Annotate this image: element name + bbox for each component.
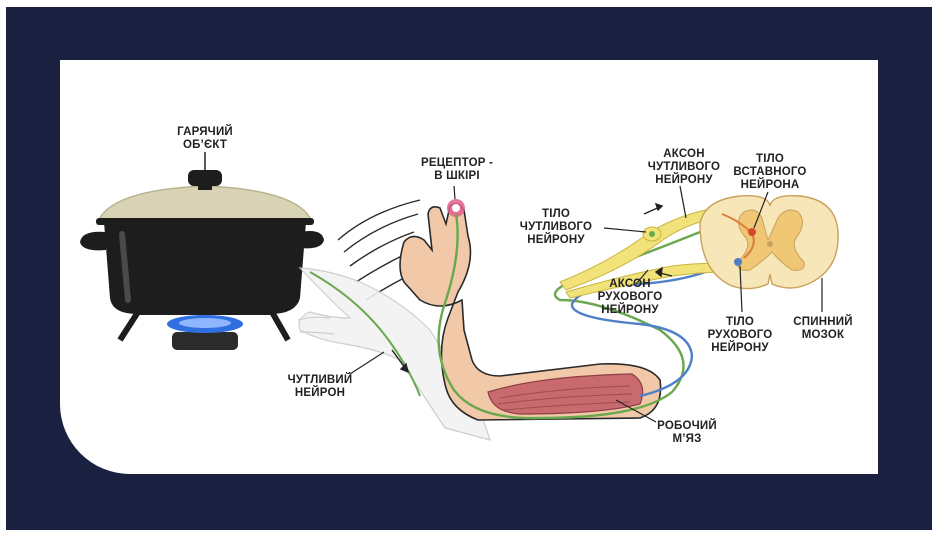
pointer-sensory-neuron xyxy=(349,351,385,375)
label-effector-muscle: РОБОЧИЙ М’ЯЗ xyxy=(657,420,717,445)
label-sensory-neuron: ЧУТЛИВИЙ НЕЙРОН xyxy=(287,374,353,399)
motor-neuron-body xyxy=(734,258,742,266)
label-sensory-body: ТІЛО ЧУТЛИВОГО НЕЙРОНУ xyxy=(519,208,593,246)
pot-handle-right xyxy=(300,231,324,249)
pointer-muscle xyxy=(615,399,657,423)
pointer-sensory-axon xyxy=(679,185,687,219)
label-interneuron-body: ТІЛО ВСТАВНОГО НЕЙРОНА xyxy=(733,153,807,191)
interneuron-body xyxy=(748,228,756,236)
forearm-and-hand xyxy=(399,202,662,421)
direction-arrows xyxy=(391,202,673,374)
arm-illustration xyxy=(399,185,662,421)
ghost-sensory-nerve xyxy=(309,271,421,397)
pointer-motor-axon xyxy=(635,269,649,285)
pot-handle-left xyxy=(80,231,106,251)
effector-muscle-shape xyxy=(487,373,644,415)
pot-highlight xyxy=(119,231,131,303)
pot-lid-rim xyxy=(96,218,314,225)
burner-base xyxy=(172,332,238,350)
label-motor-body: ТІЛО РУХОВОГО НЕЙРОНУ xyxy=(707,316,773,354)
central-canal xyxy=(767,241,773,247)
pointer-sensory-body xyxy=(603,227,647,233)
sensory-neuron-nucleus xyxy=(649,231,655,237)
ghost-fingers xyxy=(297,316,335,335)
label-motor-axon: АКСОН РУХОВОГО НЕЙРОНУ xyxy=(597,278,663,316)
spinal-cord-section xyxy=(349,185,839,423)
pot-lid-knob-stem xyxy=(198,182,212,190)
burner-flame-core xyxy=(179,318,231,328)
motor-nerve-path xyxy=(570,256,737,398)
label-skin-receptor: РЕЦЕПТОР - В ШКІРІ xyxy=(420,157,494,182)
pot-body xyxy=(104,222,306,314)
label-spinal-cord: СПИННИЙ МОЗОК xyxy=(793,316,853,341)
pointer-motor-body xyxy=(739,265,743,313)
pointer-receptor xyxy=(453,185,456,200)
label-sensory-axon: АКСОН ЧУТЛИВОГО НЕЙРОНУ xyxy=(647,148,721,186)
pot-lid xyxy=(96,185,314,223)
label-hot-object: ГАРЯЧИЙ ОБ’ЄКТ xyxy=(177,126,233,151)
muscle-fibers xyxy=(497,385,633,411)
hot-pot-illustration xyxy=(80,152,324,350)
pot-lid-knob xyxy=(188,170,222,186)
skin-receptor-core xyxy=(452,204,460,212)
pointer-interneuron xyxy=(753,191,769,229)
